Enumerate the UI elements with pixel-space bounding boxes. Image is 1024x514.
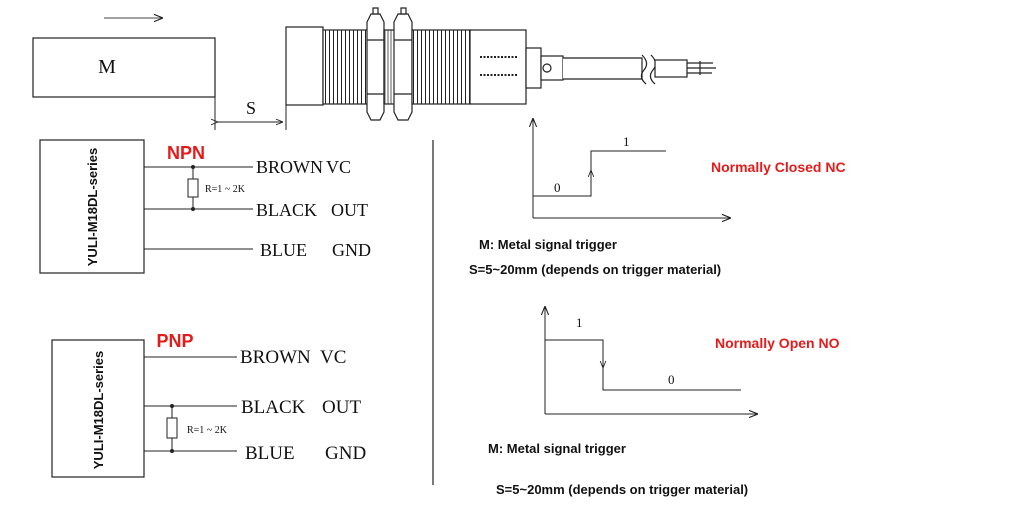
no-caption-trigger: M: Metal signal trigger	[488, 441, 626, 456]
npn-signal-out: OUT	[331, 200, 368, 220]
npn-signal-vc: VC	[326, 157, 351, 177]
pnp-wire-blue: BLUE	[245, 443, 295, 464]
no-high-label: 1	[576, 315, 583, 330]
pnp-signal-out: OUT	[322, 397, 361, 418]
no-caption-range: S=5~20mm (depends on trigger material)	[496, 482, 748, 497]
npn-resistor: R=1 ~ 2K	[187, 165, 246, 211]
npn-wire-blue: BLUE	[260, 240, 307, 260]
npn-signal-gnd: GND	[332, 240, 371, 260]
nc-low-label: 0	[554, 180, 561, 195]
npn-wire-black: BLACK	[256, 200, 317, 220]
pnp-resistor-label: R=1 ~ 2K	[187, 425, 228, 436]
nc-high-label: 1	[623, 134, 630, 149]
nc-timing-graph: 0 1 Normally Closed NC	[533, 118, 846, 218]
metal-label: M	[98, 56, 116, 78]
npn-sensor-box	[39, 139, 145, 274]
pnp-series-label: YULI-M18DL-series	[91, 351, 106, 469]
pnp-wire-brown: BROWN	[240, 347, 311, 368]
nc-caption-trigger: M: Metal signal trigger	[479, 237, 617, 252]
nc-caption-range: S=5~20mm (depends on trigger material)	[469, 262, 721, 277]
npn-resistor-label: R=1 ~ 2K	[205, 184, 246, 195]
npn-wiring: YULI-M18DL-series NPN R=1 ~ 2K BROWN VC …	[39, 139, 371, 274]
npn-wire-brown: BROWN	[256, 157, 323, 177]
nc-signal-line	[533, 150, 666, 197]
pnp-sensor-box	[51, 339, 145, 478]
no-low-label: 0	[668, 372, 675, 387]
nc-title: Normally Closed NC	[711, 159, 846, 175]
no-title: Normally Open NO	[715, 335, 840, 351]
pnp-signal-vc: VC	[320, 347, 346, 368]
distance-label: S	[246, 98, 256, 118]
pnp-signal-gnd: GND	[325, 443, 366, 464]
sensing-distance: S	[215, 97, 287, 130]
no-signal-line	[545, 339, 741, 391]
pnp-title: PNP	[156, 331, 193, 351]
no-timing-graph: 1 0 Normally Open NO	[545, 306, 840, 414]
npn-title: NPN	[167, 143, 205, 163]
pnp-wire-black: BLACK	[241, 397, 306, 418]
metal-target: M	[32, 37, 216, 98]
npn-series-label: YULI-M18DL-series	[85, 148, 100, 266]
pnp-wiring: YULI-M18DL-series PNP R=1 ~ 2K BROWN VC …	[51, 331, 366, 478]
proximity-sensor	[285, 7, 716, 121]
pnp-resistor: R=1 ~ 2K	[166, 404, 228, 453]
